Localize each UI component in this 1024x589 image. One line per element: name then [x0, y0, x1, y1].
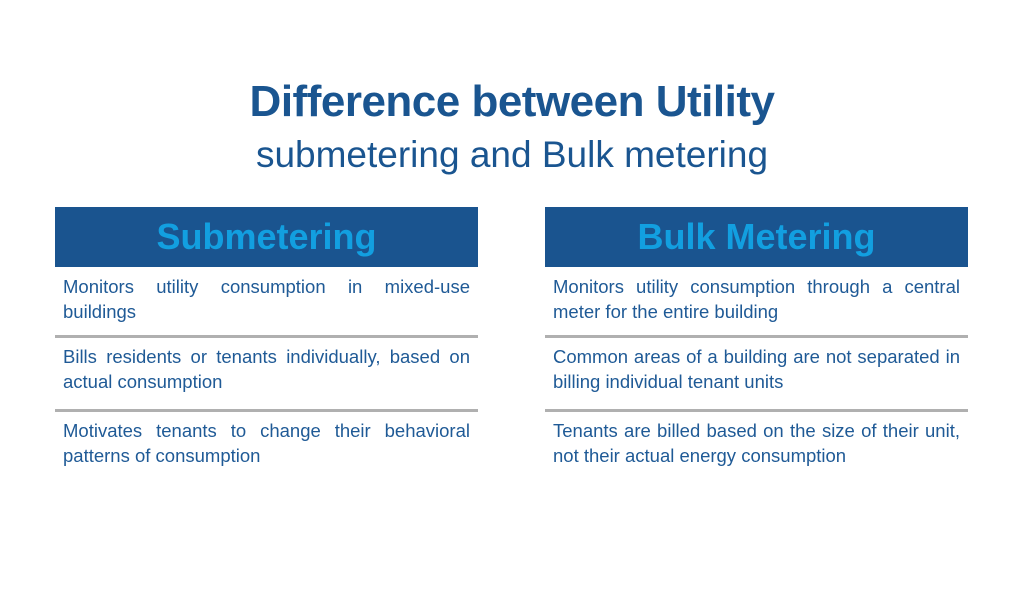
submetering-row-1: Monitors utility consumption in mixed-us… [55, 267, 478, 338]
bulk-metering-header: Bulk Metering [545, 207, 968, 267]
submetering-header: Submetering [55, 207, 478, 267]
page-subtitle: submetering and Bulk metering [255, 134, 769, 175]
submetering-column: Submetering Monitors utility consumption… [55, 207, 478, 486]
bulk-metering-row-3: Tenants are billed based on the size of … [553, 420, 960, 466]
bulk-metering-row-2: Common areas of a building are not separ… [545, 338, 968, 412]
submetering-row-2: Bills residents or tenants individually,… [55, 338, 478, 412]
page-title: Difference between Utility [249, 77, 775, 126]
bulk-metering-column: Bulk Metering Monitors utility consumpti… [545, 207, 968, 486]
bulk-metering-row-1: Monitors utility consumption through a c… [545, 267, 968, 338]
submetering-row-3: Motivates tenants to change their behavi… [63, 420, 470, 466]
